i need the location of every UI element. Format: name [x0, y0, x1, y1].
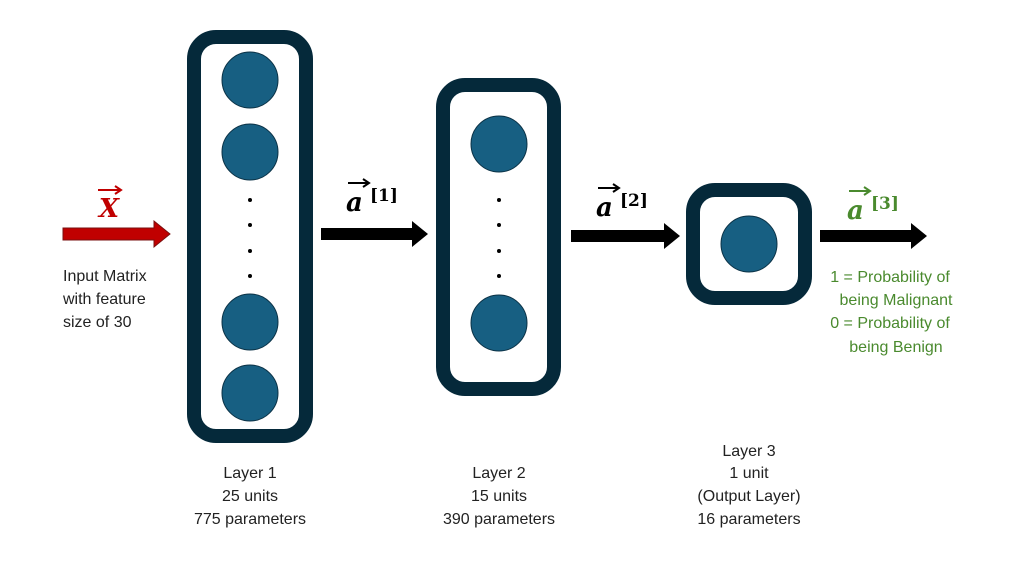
output-description: 1 = Probability of being Malignant 0 = P… [830, 269, 953, 356]
neuron [470, 115, 528, 173]
neuron [221, 364, 279, 422]
activation-arrow-2: a [2] [571, 183, 680, 249]
output-line: 0 = Probability of [830, 315, 950, 332]
layer-1-label: Layer 1 25 units 775 parameters [194, 465, 306, 528]
activation-arrow-1: a [1] [321, 178, 428, 247]
neuron [470, 294, 528, 352]
neuron [221, 293, 279, 351]
neuron [720, 215, 778, 273]
input-arrow [62, 219, 171, 249]
layer-label-line: 16 parameters [697, 511, 800, 528]
layer-1 [187, 30, 313, 443]
layer-label-line: (Output Layer) [697, 488, 800, 505]
output-line: being Malignant [840, 292, 954, 309]
input-description-line: Input Matrix [63, 268, 147, 285]
layer-3-label: Layer 3 1 unit (Output Layer) 16 paramet… [697, 443, 800, 528]
layer-label-line: 25 units [222, 488, 278, 505]
activation-superscript: [2] [620, 191, 648, 211]
ellipsis-dot [497, 198, 501, 202]
activation-symbol: a [596, 193, 613, 223]
input-description-line: size of 30 [63, 314, 132, 331]
layer-3 [686, 183, 812, 305]
neuron [221, 123, 279, 181]
layer-label-line: 15 units [471, 488, 527, 505]
layer-2-label: Layer 2 15 units 390 parameters [443, 465, 555, 528]
layer-2 [436, 78, 561, 396]
layer-1-box [187, 30, 313, 443]
ellipsis-dot [497, 274, 501, 278]
input-description-line: with feature [62, 291, 146, 308]
ellipsis-dot [248, 249, 252, 253]
activation-symbol: a [346, 188, 363, 218]
output-line: 1 = Probability of [830, 269, 950, 286]
layer-label-line: Layer 2 [472, 465, 525, 482]
ellipsis-dot [248, 274, 252, 278]
input-description: Input Matrix with feature size of 30 [62, 268, 147, 331]
output-line: being Benign [849, 339, 942, 356]
input-vector-label: X [97, 185, 123, 224]
layer-label-line: Layer 1 [223, 465, 276, 482]
layer-label-line: 1 unit [729, 465, 769, 482]
neuron [221, 51, 279, 109]
activation-symbol: a [847, 196, 864, 226]
activation-superscript: [3] [871, 194, 899, 214]
activation-superscript: [1] [370, 186, 398, 206]
layer-label-line: 390 parameters [443, 511, 555, 528]
layer-label-line: 775 parameters [194, 511, 306, 528]
input-symbol: X [97, 194, 121, 224]
ellipsis-dot [248, 223, 252, 227]
ellipsis-dot [497, 249, 501, 253]
ellipsis-dot [497, 223, 501, 227]
layer-label-line: Layer 3 [722, 443, 775, 460]
ellipsis-dot [248, 198, 252, 202]
layer-2-box [436, 78, 561, 396]
activation-arrow-3: a [3] [820, 186, 927, 249]
